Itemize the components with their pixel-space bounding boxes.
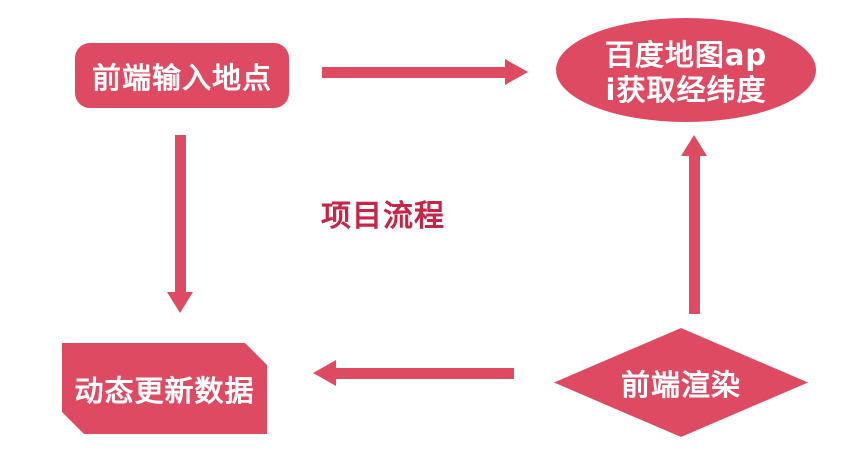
arrow-up-icon: [681, 135, 707, 156]
arrow-left-icon: [313, 360, 336, 386]
arrow-shaft: [175, 135, 186, 292]
node-frontend-input-location: 前端输入地点: [75, 43, 289, 108]
arrow-down-icon: [167, 292, 193, 313]
node-baidu-map-api: 百度地图ap i获取经纬度: [556, 18, 816, 122]
node-label: 前端输入地点: [91, 60, 272, 95]
diagram-title: 项目流程: [321, 199, 445, 234]
arrow-shaft: [336, 368, 514, 379]
node-label-line1: 百度地图ap: [604, 38, 768, 72]
node-label: 动态更新数据: [74, 373, 255, 408]
node-label-line2: i获取经纬度: [605, 73, 767, 107]
arrow-shaft: [689, 156, 700, 314]
node-label: 前端渲染: [620, 367, 741, 402]
node-frontend-render: 前端渲染: [554, 328, 808, 437]
node-dynamic-update-data: 动态更新数据: [62, 343, 267, 434]
arrow-right-icon: [505, 59, 528, 85]
arrow-shaft: [322, 67, 505, 78]
